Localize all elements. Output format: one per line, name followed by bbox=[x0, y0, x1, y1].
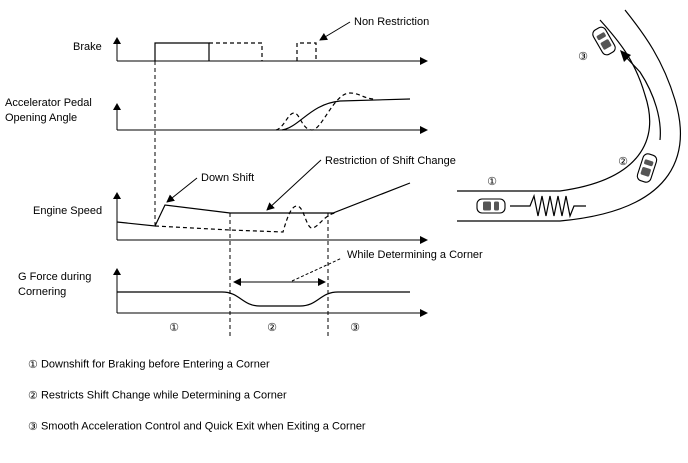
road-marker-2: ② bbox=[618, 156, 628, 168]
car-1-icon bbox=[476, 198, 506, 214]
legend-num-2: ② bbox=[28, 390, 38, 402]
determining-leader bbox=[291, 257, 343, 282]
travel-arrow bbox=[624, 55, 661, 141]
road-illustration: ① ② ③ bbox=[457, 9, 681, 222]
restriction-arrow bbox=[266, 159, 322, 211]
car-3-icon bbox=[592, 26, 616, 56]
legend-num-1: ① bbox=[28, 359, 38, 371]
road-marker-3: ③ bbox=[578, 51, 588, 63]
car-2-icon bbox=[636, 153, 658, 183]
non-restriction-label: Non Restriction bbox=[354, 16, 429, 28]
engine-speed-label: Engine Speed bbox=[33, 205, 102, 217]
restriction-label: Restriction of Shift Change bbox=[325, 155, 456, 167]
road-marker-1: ① bbox=[487, 176, 497, 188]
g-force-label-1: G Force during bbox=[18, 271, 91, 283]
legend-item-1: ① Downshift for Braking before Entering … bbox=[28, 358, 270, 372]
phase-marker-2: ② bbox=[267, 322, 277, 334]
road-inner-edge bbox=[457, 19, 651, 192]
legend-item-2: ② Restricts Shift Change while Determini… bbox=[28, 389, 287, 403]
brake-label: Brake bbox=[73, 41, 102, 53]
non-restriction-arrow bbox=[319, 21, 351, 41]
phase-marker-1: ① bbox=[169, 322, 179, 334]
g-force-label-2: Cornering bbox=[18, 286, 66, 298]
legend-num-3: ③ bbox=[28, 421, 38, 433]
legend-text-3: Smooth Acceleration Control and Quick Ex… bbox=[40, 420, 366, 433]
g-force-plot bbox=[113, 268, 428, 317]
legend-text-2: Restricts Shift Change while Determining… bbox=[40, 389, 287, 402]
road-outer-edge bbox=[457, 9, 681, 222]
phase-guides bbox=[154, 61, 329, 338]
engine-speed-plot bbox=[113, 182, 428, 244]
legend-text-1: Downshift for Braking before Entering a … bbox=[40, 358, 270, 371]
braking-zigzag bbox=[510, 193, 586, 219]
while-determining-label: While Determining a Corner bbox=[347, 249, 483, 261]
accelerator-label-1: Accelerator Pedal bbox=[5, 97, 92, 109]
down-shift-label: Down Shift bbox=[201, 172, 254, 184]
legend-item-3: ③ Smooth Acceleration Control and Quick … bbox=[28, 420, 366, 434]
down-shift-arrow bbox=[166, 177, 198, 203]
phase-marker-3: ③ bbox=[350, 322, 360, 334]
accelerator-label-2: Opening Angle bbox=[5, 112, 77, 124]
brake-plot bbox=[113, 37, 428, 65]
accelerator-plot bbox=[113, 92, 428, 134]
brake-pulse bbox=[154, 42, 210, 61]
